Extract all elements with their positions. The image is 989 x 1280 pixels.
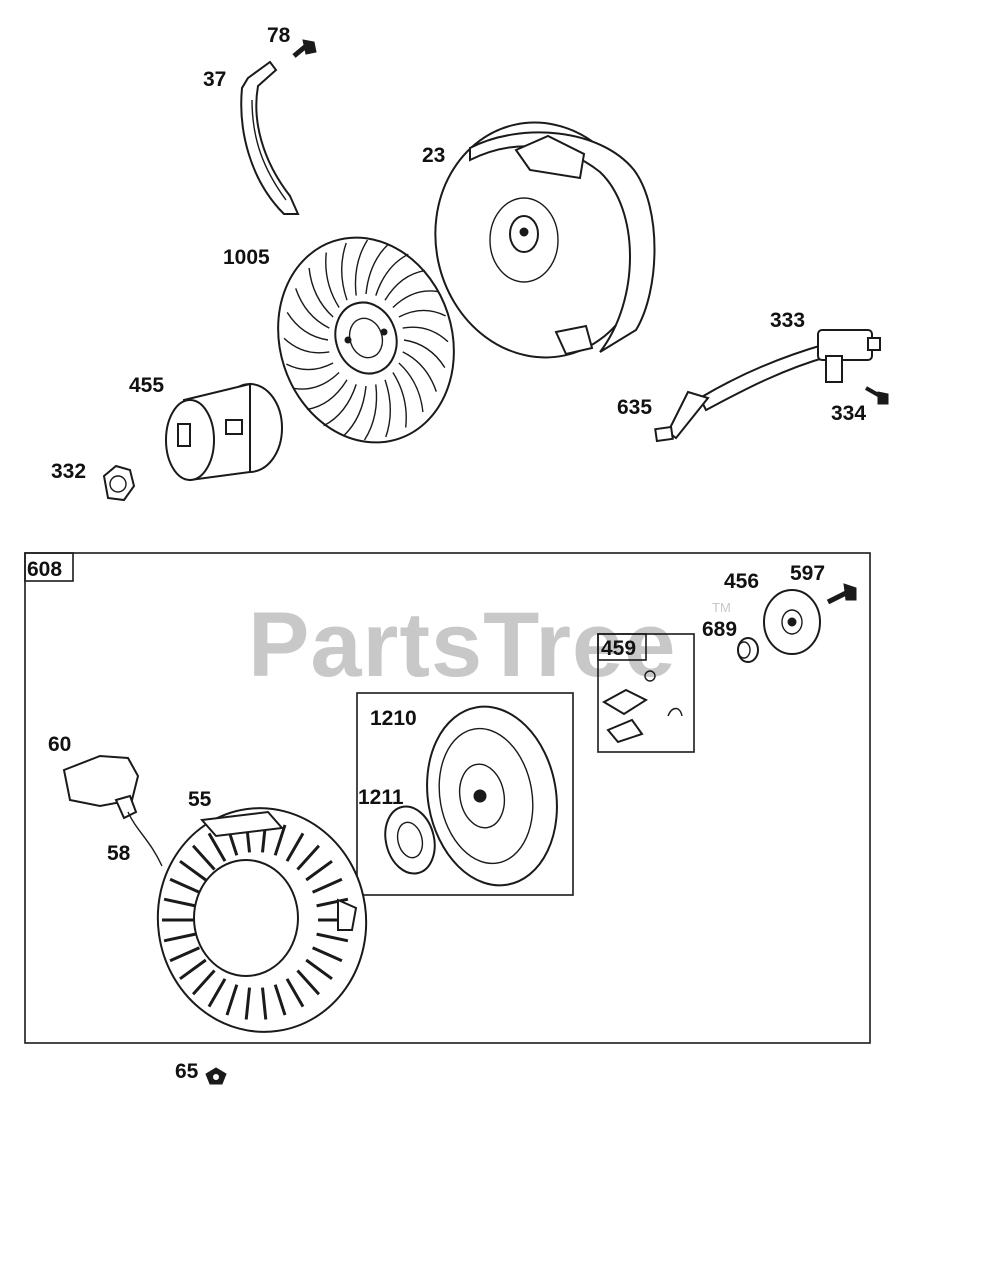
housing-vent <box>273 984 287 1016</box>
flywheel-fin <box>403 339 446 368</box>
flywheel-fin <box>375 253 409 296</box>
part-333-ignition-coil[interactable] <box>698 329 881 412</box>
housing-vent <box>225 984 239 1016</box>
housing-vent <box>296 969 321 996</box>
callout-689[interactable]: 689 <box>702 618 737 641</box>
flywheel-fin <box>342 385 367 437</box>
housing-vent <box>273 824 287 856</box>
callout-78[interactable]: 78 <box>267 24 291 47</box>
flywheel-fin <box>306 379 348 411</box>
flywheel-fin <box>325 252 340 308</box>
callout-455[interactable]: 455 <box>129 374 164 397</box>
box-608 <box>24 552 871 1044</box>
housing-vent <box>311 946 343 963</box>
callout-1005[interactable]: 1005 <box>223 246 270 269</box>
callout-58[interactable]: 58 <box>107 842 131 865</box>
part-58-rope[interactable] <box>127 811 163 867</box>
flywheel-fin <box>286 362 334 371</box>
callout-334[interactable]: 334 <box>831 402 866 425</box>
housing-vent <box>207 832 227 862</box>
part-455-starter-cup[interactable] <box>165 382 283 482</box>
flywheel-fin <box>354 239 369 296</box>
watermark-trademark: TM <box>712 600 731 615</box>
part-597-screw[interactable] <box>826 583 857 605</box>
housing-vent <box>296 844 321 871</box>
housing-vent <box>244 987 251 1020</box>
box-pulley <box>356 692 574 896</box>
flywheel-fin <box>392 372 407 428</box>
flywheel-fin <box>341 242 348 301</box>
callout-55[interactable]: 55 <box>188 788 212 811</box>
callout-1210[interactable]: 1210 <box>370 707 417 730</box>
part-1211-spring[interactable] <box>378 801 441 879</box>
flywheel-fin <box>295 288 330 329</box>
box-608-label: 608 <box>27 558 62 581</box>
flywheel-fin <box>365 243 390 295</box>
part-23-blower-housing[interactable] <box>414 103 667 377</box>
housing-vent <box>285 832 305 862</box>
flywheel-fin <box>384 269 426 301</box>
part-1210-pulley[interactable] <box>413 696 570 895</box>
flywheel-fin <box>286 312 329 341</box>
housing-vent <box>305 958 333 981</box>
callout-333[interactable]: 333 <box>770 309 805 332</box>
flywheel-fin <box>392 290 438 309</box>
part-78-bolt[interactable] <box>292 39 317 58</box>
part-332-flange-nut[interactable] <box>102 464 136 502</box>
flywheel-fin <box>308 267 334 318</box>
callout-37[interactable]: 37 <box>203 68 226 91</box>
flywheel-fin <box>402 351 437 392</box>
part-635-spark-plug-boot[interactable] <box>654 390 710 443</box>
part-1005-flywheel[interactable] <box>252 215 480 466</box>
housing-vent <box>207 978 227 1008</box>
box-608-tag <box>24 552 74 582</box>
housing-vent <box>163 897 196 908</box>
part-65-bolt[interactable] <box>205 1067 227 1085</box>
flywheel-fin <box>283 337 330 354</box>
callout-456[interactable]: 456 <box>724 570 759 593</box>
box-459-label: 459 <box>601 637 636 660</box>
housing-vent <box>163 932 196 943</box>
callout-65[interactable]: 65 <box>175 1060 199 1083</box>
housing-vent <box>179 958 207 981</box>
callout-23[interactable]: 23 <box>422 144 445 167</box>
housing-vent <box>191 969 216 996</box>
callout-1211[interactable]: 1211 <box>358 786 404 809</box>
housing-vent <box>316 932 349 943</box>
flywheel-fin <box>363 384 378 441</box>
housing-vent <box>169 877 201 894</box>
callout-597[interactable]: 597 <box>790 562 825 585</box>
flywheel-fin <box>398 309 446 318</box>
part-459-pawl-kit[interactable] <box>601 670 683 744</box>
housing-vent <box>261 987 268 1020</box>
flywheel-fin <box>323 384 357 427</box>
housing-vent <box>316 897 349 908</box>
flywheel-fin <box>384 379 391 438</box>
housing-vent <box>191 844 216 871</box>
housing-vent <box>305 859 333 882</box>
box-459-tag <box>597 633 647 661</box>
housing-vent <box>311 877 343 894</box>
callout-332[interactable]: 332 <box>51 460 86 483</box>
part-334-screw[interactable] <box>865 386 889 405</box>
watermark: PartsTree <box>248 594 676 696</box>
part-55-rewind-housing[interactable] <box>143 795 380 1046</box>
part-456-retainer[interactable] <box>763 589 821 655</box>
callout-60[interactable]: 60 <box>48 733 71 756</box>
part-37-bracket[interactable] <box>240 60 300 215</box>
callout-635[interactable]: 635 <box>617 396 652 419</box>
flywheel-fin <box>398 362 424 413</box>
housing-vent <box>285 978 305 1008</box>
flywheel-fin <box>294 371 340 390</box>
part-689-spring[interactable] <box>737 637 759 663</box>
part-60-handle[interactable] <box>62 754 140 820</box>
flywheel-fin <box>402 326 449 343</box>
housing-vent <box>169 946 201 963</box>
housing-vent <box>179 859 207 882</box>
